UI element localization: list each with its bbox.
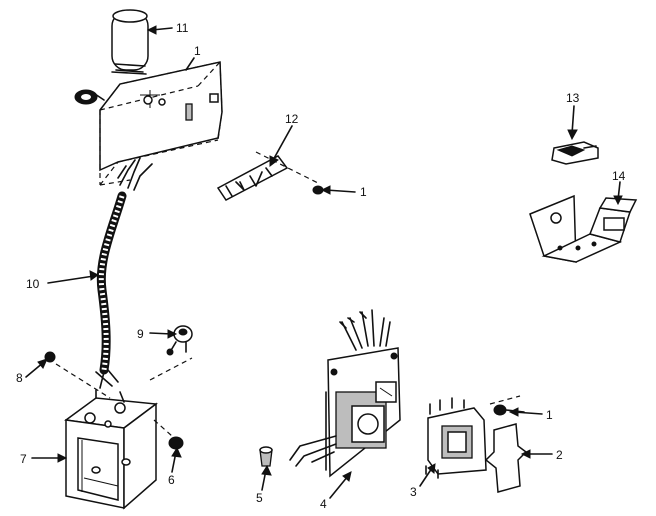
part-9-connector [166, 325, 193, 356]
label-2: 2 [556, 448, 563, 462]
label-3: 3 [410, 485, 417, 499]
label-1-lower: 1 [546, 408, 553, 422]
part-4-control-board [289, 309, 401, 478]
part-3-relay [425, 395, 521, 479]
part-5-wire-nut [259, 446, 273, 467]
part-1-upper-housing [74, 61, 223, 191]
label-1-top: 1 [194, 44, 201, 58]
part-8-screw [44, 351, 111, 399]
part-14-bracket [529, 194, 638, 263]
part-13-clip [551, 141, 599, 165]
label-11: 11 [176, 21, 189, 35]
part-number-labels: 11 1 12 1 10 9 8 7 6 5 4 3 1 2 13 14 [16, 21, 626, 511]
part-12-terminal-strip [216, 151, 321, 201]
part-1-screw-lower [493, 404, 525, 416]
part-10-flex-conduit [95, 191, 127, 389]
part-2-gasket [484, 423, 528, 493]
label-4: 4 [320, 497, 327, 511]
part-11-capacitor [111, 9, 149, 75]
label-7: 7 [20, 452, 27, 466]
part-7-junction-box [64, 357, 193, 510]
label-14: 14 [612, 169, 626, 183]
label-5: 5 [256, 491, 263, 505]
label-10: 10 [26, 277, 40, 291]
leader-lines [25, 25, 623, 499]
part-6-nut [153, 419, 184, 450]
grommet [74, 89, 105, 105]
label-8: 8 [16, 371, 23, 385]
label-1-mid: 1 [360, 185, 367, 199]
label-6: 6 [168, 473, 175, 487]
label-13: 13 [566, 91, 580, 105]
label-12: 12 [285, 112, 299, 126]
label-9: 9 [137, 327, 144, 341]
